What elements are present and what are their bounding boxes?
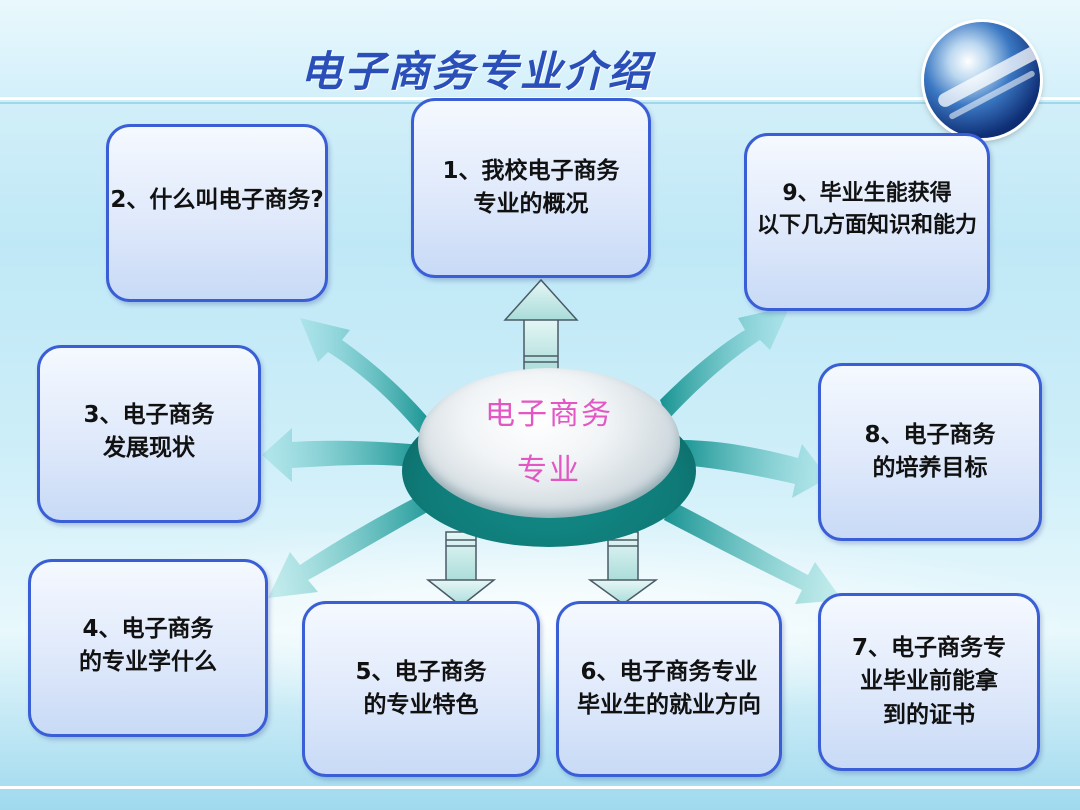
topic-box-5-text: 5、电子商务 的专业特色 (355, 658, 487, 718)
topic-box-4: 4、电子商务 的专业学什么 (28, 559, 268, 737)
topic-box-1: 1、我校电子商务 专业的概况 (411, 98, 651, 278)
topic-box-2: 2、什么叫电子商务? (106, 124, 328, 302)
arrow-to-box-8 (680, 440, 828, 498)
slide-title: 电子商务专业介绍 (300, 47, 653, 96)
topic-box-3: 3、电子商务 发展现状 (37, 345, 261, 523)
topic-box-9: 9、毕业生能获得 以下几方面知识和能力 (744, 133, 990, 311)
arrow-to-box-1 (503, 278, 579, 375)
topic-box-8-text: 8、电子商务 的培养目标 (864, 421, 996, 481)
arrow-to-box-6 (587, 531, 659, 605)
globe-logo-icon (924, 22, 1040, 138)
center-label-line2: 专业 (517, 453, 581, 488)
topic-box-6-text: 6、电子商务专业 毕业生的就业方向 (577, 658, 761, 718)
topic-box-7: 7、电子商务专 业毕业前能拿 到的证书 (818, 593, 1040, 771)
center-node: 电子商务 专业 (418, 368, 680, 518)
topic-box-2-text: 2、什么叫电子商务? (110, 187, 324, 214)
topic-box-5: 5、电子商务 的专业特色 (302, 601, 540, 777)
center-label-line1: 电子商务 (485, 397, 613, 432)
topic-box-3-text: 3、电子商务 发展现状 (83, 401, 215, 461)
topic-box-6: 6、电子商务专业 毕业生的就业方向 (556, 601, 782, 777)
footer-divider (0, 786, 1080, 789)
header-band (0, 0, 1080, 96)
topic-box-1-text: 1、我校电子商务 专业的概况 (442, 157, 620, 217)
arrow-to-box-4 (268, 490, 440, 598)
arrow-to-box-5 (425, 531, 497, 607)
arrow-to-box-7 (664, 500, 842, 604)
arrow-to-box-2 (300, 318, 430, 440)
topic-box-4-text: 4、电子商务 的专业学什么 (79, 615, 217, 675)
topic-box-7-text: 7、电子商务专 业毕业前能拿 到的证书 (851, 634, 1006, 728)
arrow-to-box-9 (660, 306, 790, 420)
topic-box-9-text: 9、毕业生能获得 以下几方面知识和能力 (756, 181, 977, 238)
topic-box-8: 8、电子商务 的培养目标 (818, 363, 1042, 541)
arrow-to-box-3 (262, 428, 422, 482)
